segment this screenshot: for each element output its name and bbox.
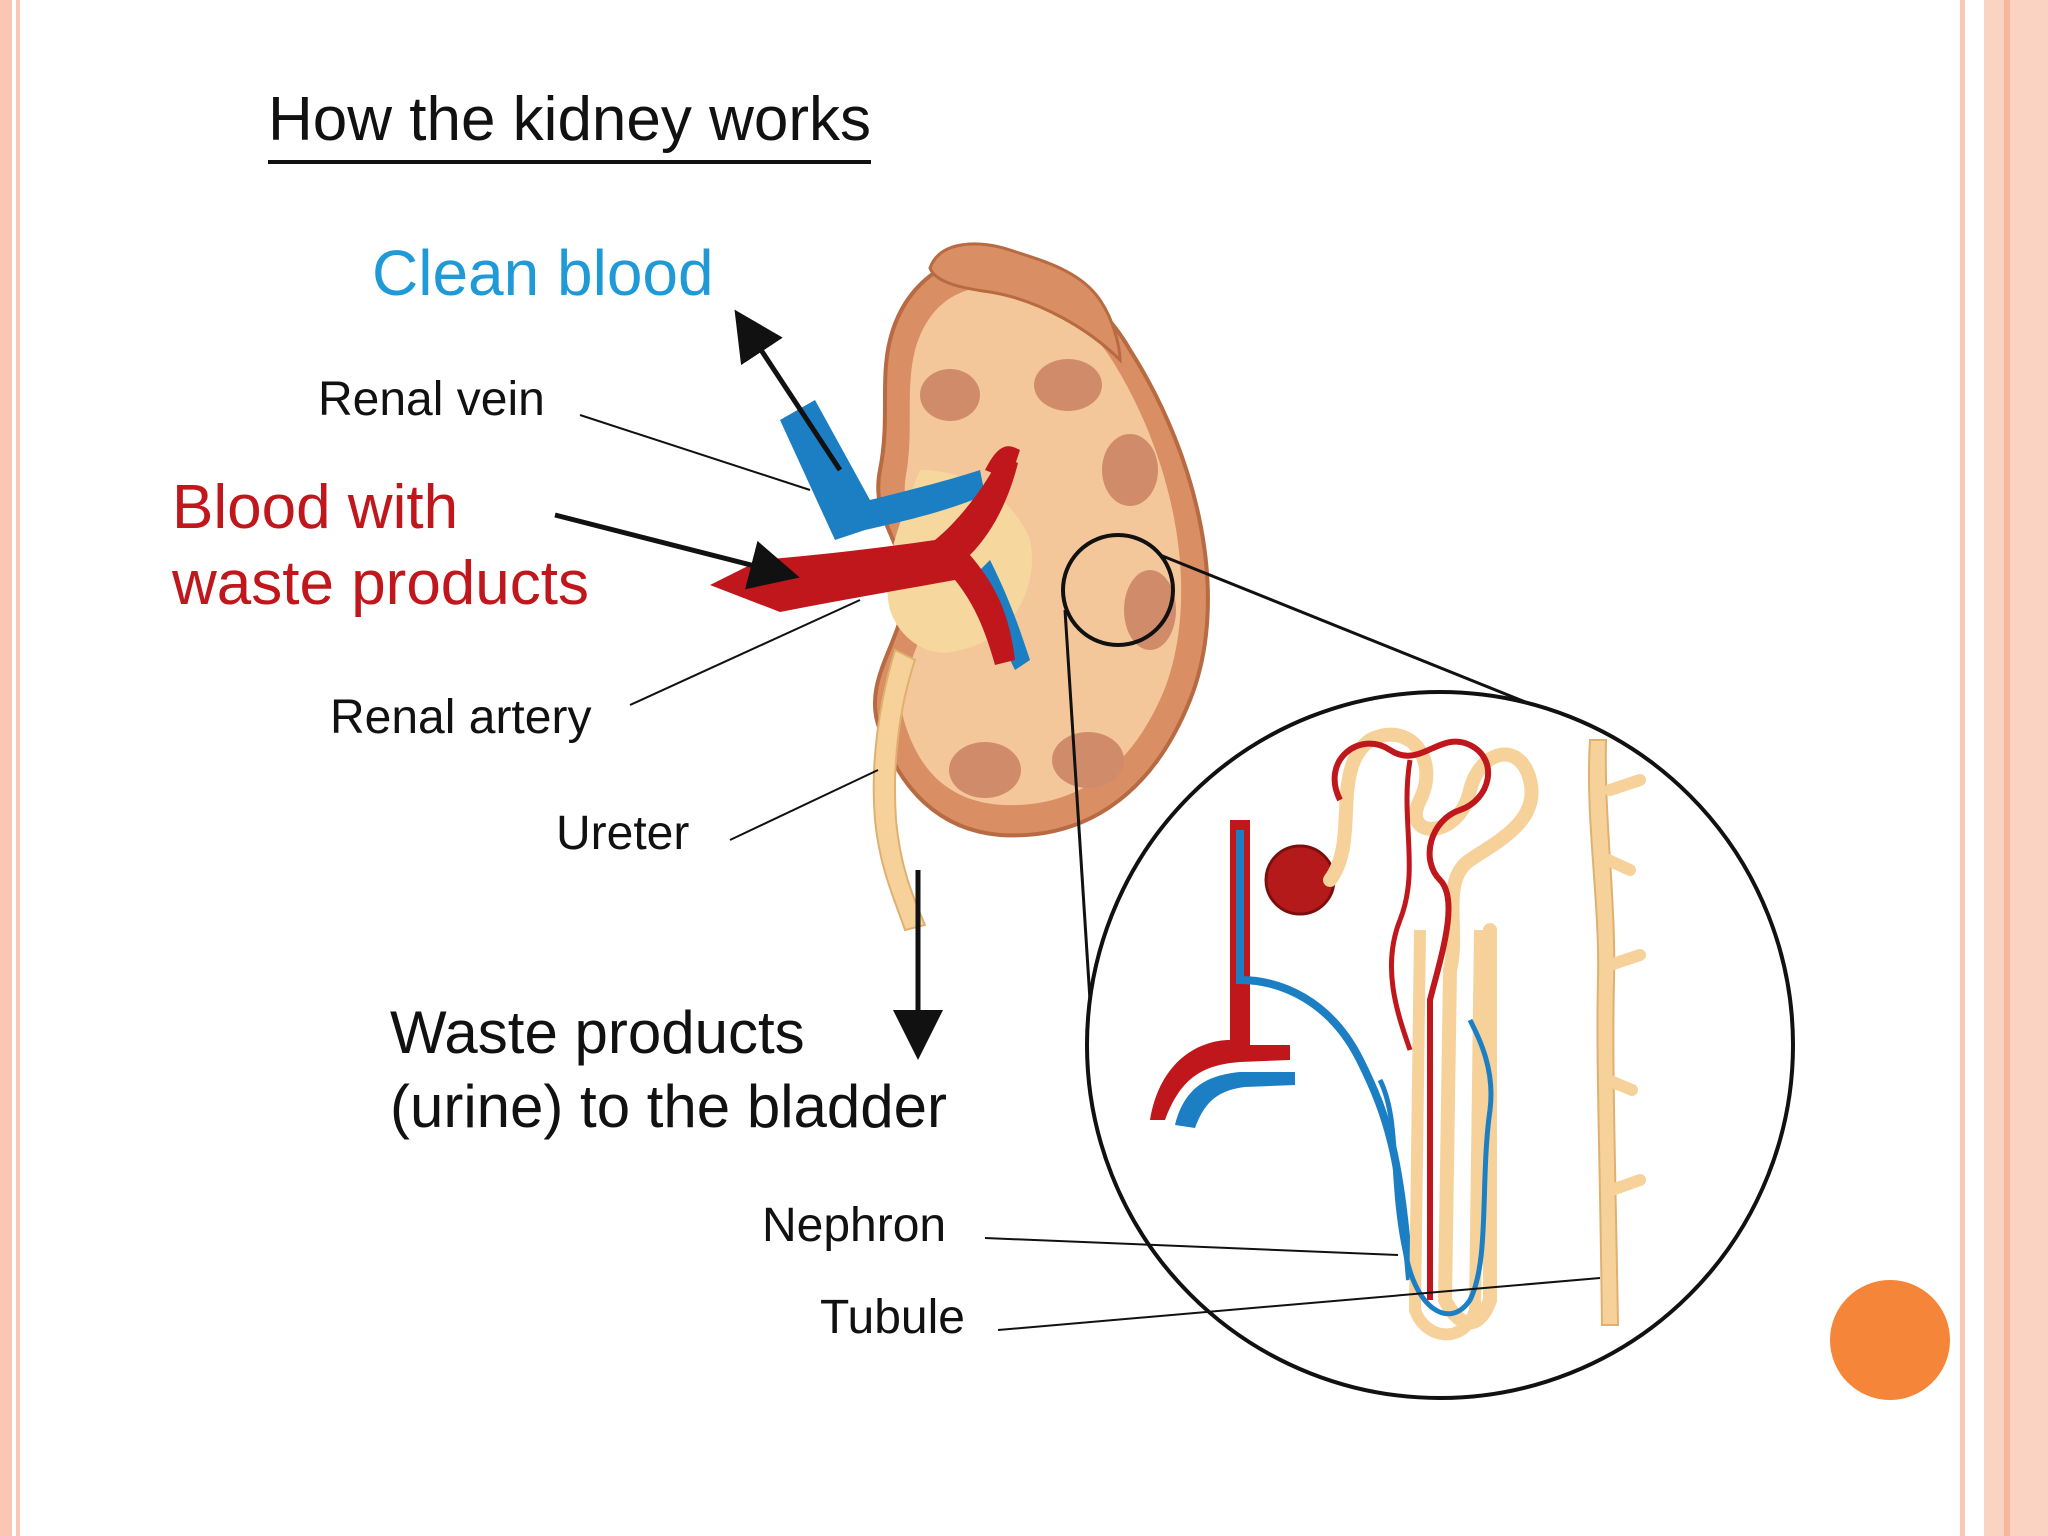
label-waste-line1: Waste products	[390, 999, 805, 1066]
label-waste-products: Waste products (urine) to the bladder	[390, 996, 947, 1144]
renal-artery	[710, 455, 1018, 665]
capillary-red-2	[1388, 759, 1413, 1051]
leader-renal-vein	[579, 414, 811, 491]
adrenal-gland	[928, 242, 1122, 364]
kidney-cortex	[901, 285, 1182, 806]
label-ureter: Ureter	[556, 807, 690, 860]
label-tubule: Tubule	[820, 1291, 965, 1344]
leader-ureter	[729, 769, 879, 841]
slide-accent-dot	[1830, 1280, 1950, 1400]
slide-frame-left-inner	[16, 0, 20, 1536]
leader-nephron	[984, 1237, 1399, 1256]
proximal-tubule	[1323, 727, 1539, 1330]
leader-tubule	[997, 1277, 1601, 1331]
slide-frame-left	[0, 0, 12, 1536]
label-nephron: Nephron	[762, 1199, 947, 1252]
afferent-artery-zoom	[1150, 820, 1290, 1120]
slide-frame-right	[1984, 0, 2048, 1536]
label-blood-with-line2: waste products	[172, 549, 589, 618]
pyramid-6	[949, 742, 1021, 798]
pyramid-1	[920, 369, 980, 421]
arrow-clean-blood	[734, 309, 843, 472]
label-blood-with-line1: Blood with	[172, 473, 459, 542]
label-renal-vein: Renal vein	[318, 373, 545, 426]
slide-frame-right-inner	[1960, 0, 1965, 1536]
nephron-zoom	[1085, 690, 1795, 1400]
collecting-duct-branches	[1602, 774, 1646, 1196]
kidney	[872, 242, 1210, 838]
label-blood-with-waste: Blood with waste products	[172, 470, 589, 622]
magnifier-small	[1061, 533, 1175, 647]
leader-renal-artery	[629, 599, 861, 706]
loop-of-henle	[1408, 929, 1486, 1341]
zoom-line-top	[1159, 553, 1571, 722]
arrow-waste-blood	[554, 512, 800, 590]
efferent-vein-zoom	[1175, 1072, 1295, 1128]
zoom-line-bottom	[1063, 609, 1092, 1001]
pyramid-3	[1102, 434, 1158, 506]
label-waste-line2: (urine) to the bladder	[390, 1073, 947, 1140]
label-clean-blood: Clean blood	[372, 237, 714, 309]
collecting-duct	[1587, 739, 1620, 1326]
label-renal-artery: Renal artery	[330, 691, 592, 744]
artery-branch	[985, 446, 1020, 480]
renal-vein	[780, 400, 985, 540]
capillary-red	[1331, 738, 1491, 1300]
capillary-blue	[1377, 1018, 1494, 1317]
pyramid-2	[1034, 359, 1102, 411]
slide-frame-right-stripe	[2004, 0, 2010, 1536]
ureter	[872, 648, 927, 932]
vein-loop	[1236, 830, 1414, 1281]
pyramid-5	[1052, 732, 1124, 788]
diagram-title: How the kidney works	[268, 85, 872, 165]
pyramid-4	[1124, 570, 1176, 650]
